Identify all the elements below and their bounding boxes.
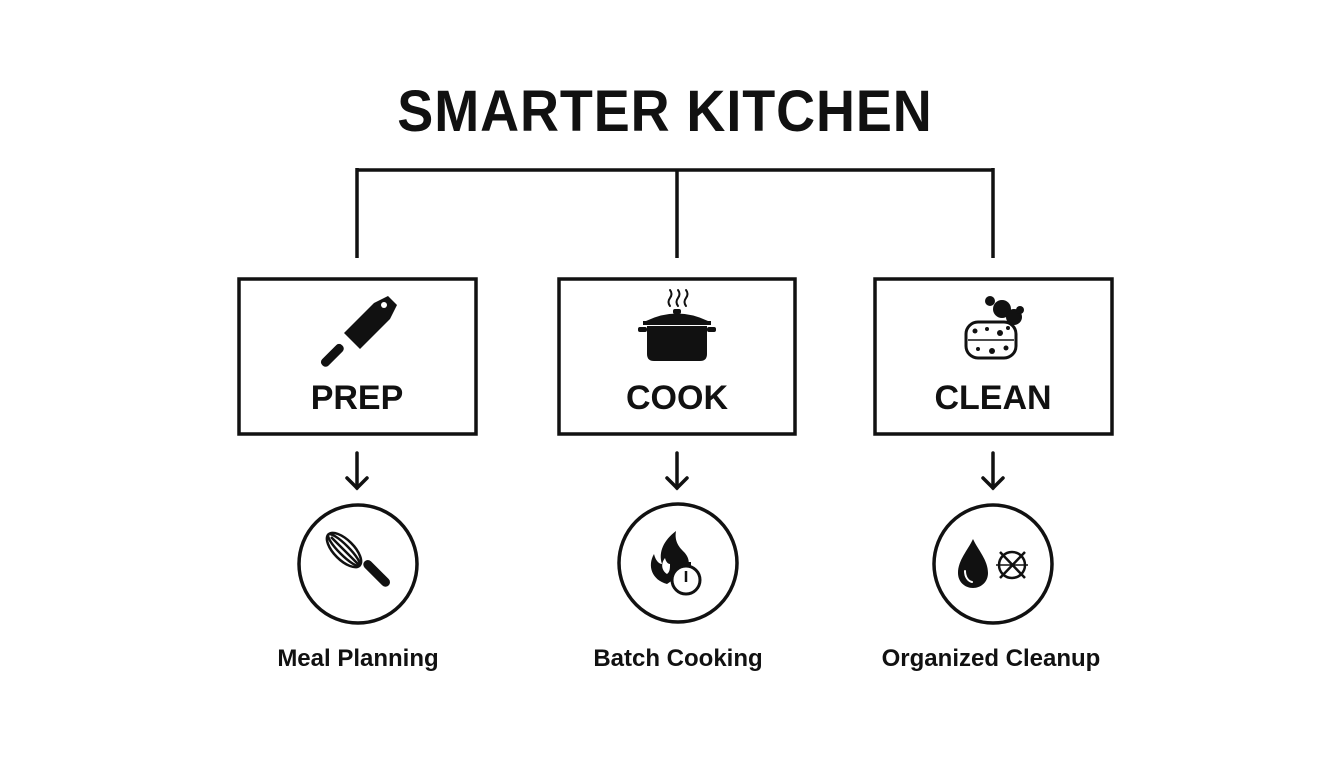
whisk-icon bbox=[325, 531, 390, 587]
sponge-bubbles-icon bbox=[964, 296, 1024, 360]
connector-tree bbox=[355, 168, 995, 258]
outcome-circle-clean bbox=[932, 503, 1054, 625]
diagram-title: SMARTER KITCHEN bbox=[397, 79, 933, 144]
down-arrow-cook bbox=[665, 451, 689, 491]
drop-and-no-mess-icon bbox=[958, 539, 1028, 588]
stage-label-cook: COOK bbox=[626, 379, 728, 417]
stage-cook: COOK Batch Cooking bbox=[557, 277, 797, 672]
outcome-label-clean: Organized Cleanup bbox=[882, 645, 1101, 672]
stage-clean: CLEAN Organized Cleanup bbox=[873, 277, 1114, 672]
flame-timer-icon bbox=[650, 531, 702, 596]
stage-label-prep: PREP bbox=[311, 379, 404, 417]
down-arrow-clean bbox=[981, 451, 1005, 491]
down-arrow-prep bbox=[345, 451, 369, 491]
stage-label-clean: CLEAN bbox=[934, 379, 1051, 417]
outcome-label-prep: Meal Planning bbox=[277, 645, 438, 672]
steaming-pot-icon bbox=[638, 289, 716, 361]
stage-box-prep bbox=[237, 277, 478, 436]
stage-prep: PREP Meal Planning bbox=[237, 277, 478, 672]
cleaver-knife-icon bbox=[320, 296, 397, 367]
outcome-label-cook: Batch Cooking bbox=[593, 645, 762, 672]
